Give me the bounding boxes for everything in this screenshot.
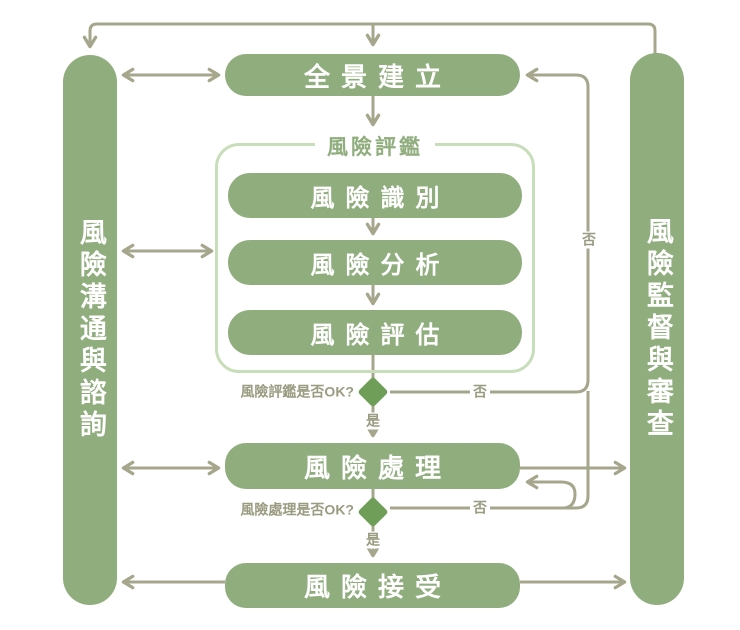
decision2-diamond <box>358 497 388 527</box>
node-risk-treatment: 風險處理 <box>225 443 520 489</box>
group-risk-assessment-title: 風險評鑑 <box>315 131 435 161</box>
node-risk-evaluation-label: 風險評估 <box>310 322 451 349</box>
node-risk-identification-label: 風險識別 <box>310 185 451 212</box>
edge-decision2-no-treatment <box>525 474 577 510</box>
node-context-establishment: 全景建立 <box>225 54 520 96</box>
left-bar-label: 風險溝通與諮詢 <box>75 218 106 442</box>
node-risk-analysis: 風險分析 <box>228 240 522 285</box>
decision2-question: 風險處理是否OK? <box>237 501 357 519</box>
node-risk-acceptance-label: 風險接受 <box>303 572 452 602</box>
edge-decision2-no-vertical <box>390 391 590 510</box>
node-risk-analysis-label: 風險分析 <box>310 252 451 279</box>
group-risk-assessment: 風險評鑑 <box>215 131 535 373</box>
node-context-label: 全景建立 <box>303 61 452 92</box>
decision2-yes-label: 是 <box>363 531 383 549</box>
feedback-no-label: 否 <box>579 231 599 249</box>
decision2-no-label: 否 <box>470 499 490 517</box>
right-bar-label: 風險監督與審查 <box>642 217 673 441</box>
decision1-question: 風險評鑑是否OK? <box>237 383 357 401</box>
decision1-no-label: 否 <box>470 383 490 401</box>
right-bar-risk-monitoring: 風險監督與審查 <box>630 53 684 605</box>
decision1-yes-label: 是 <box>363 412 383 430</box>
left-bar-risk-communication: 風險溝通與諮詢 <box>63 55 117 605</box>
node-risk-acceptance: 風險接受 <box>225 563 520 608</box>
decision1-diamond <box>358 377 388 407</box>
node-risk-evaluation: 風險評估 <box>228 310 522 355</box>
node-risk-treatment-label: 風險處理 <box>303 452 452 483</box>
node-risk-identification: 風險識別 <box>228 173 522 218</box>
